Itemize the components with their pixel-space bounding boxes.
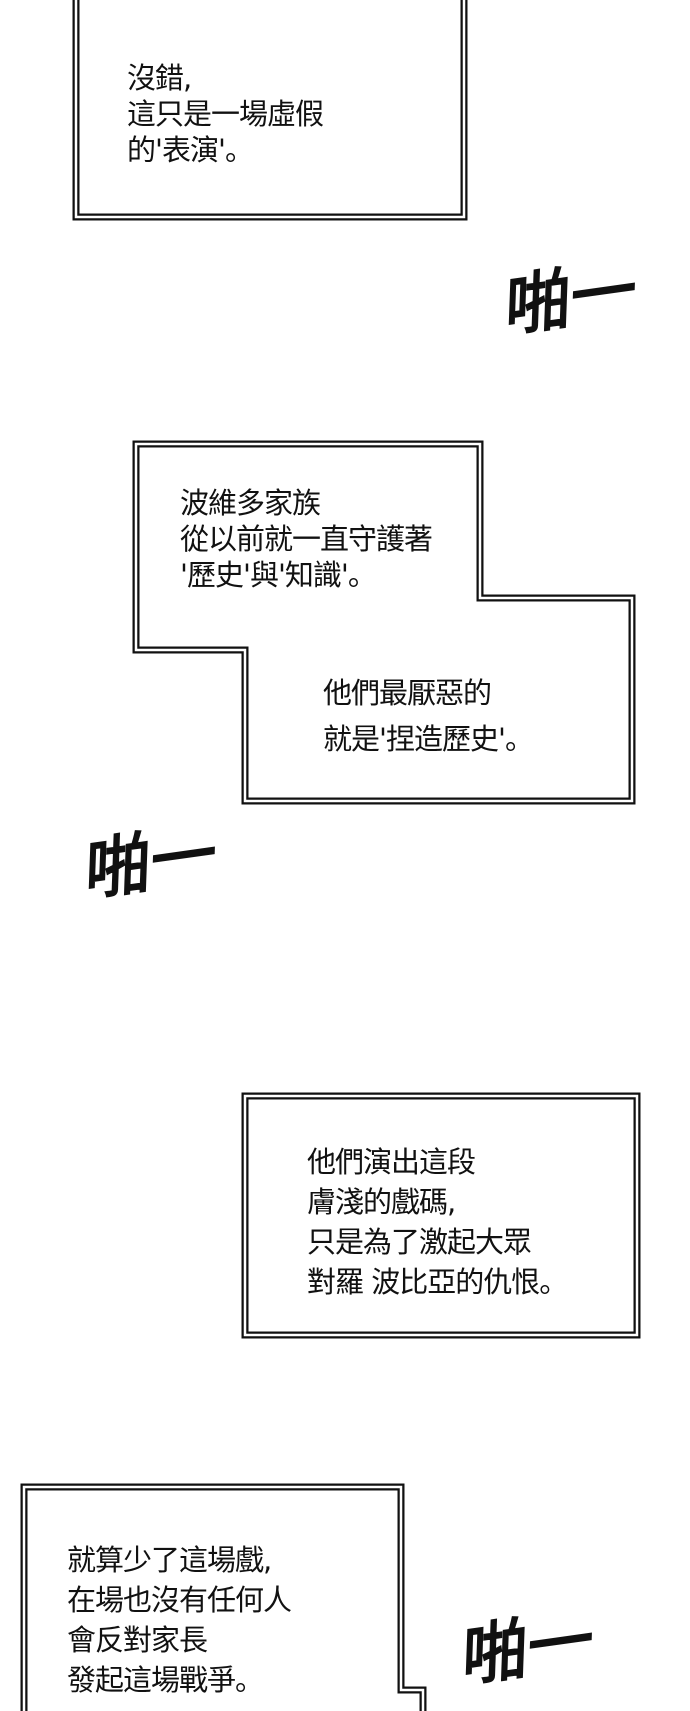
caption-line: 只是為了激起大眾: [307, 1225, 532, 1259]
caption-line: 他們最厭惡的: [323, 676, 492, 710]
caption-box-2-text: 波維多家族從以前就一直守護著'歷史'與'知識'。: [180, 485, 433, 593]
caption-box-1-text: 沒錯,這只是一場虛假的'表演'。: [127, 60, 324, 168]
caption-line: 波維多家族: [180, 486, 321, 520]
caption-line: 他們演出這段: [307, 1145, 476, 1179]
caption-line: '歷史'與'知識'。: [180, 558, 377, 592]
caption-box-3-text: 他們演出這段膚淺的戲碼, 只是為了激起大眾對羅 波比亞的仇恨。: [307, 1142, 568, 1302]
caption-line: 會反對家長: [67, 1623, 208, 1657]
caption-box-4-text: 就算少了這場戲, 在場也沒有任何人會反對家長發起這場戰爭。: [67, 1540, 292, 1700]
caption-line: 膚淺的戲碼,: [307, 1185, 456, 1219]
caption-line: 從以前就一直守護著: [180, 522, 433, 556]
caption-line: 對羅 波比亞的仇恨。: [307, 1265, 568, 1299]
caption-line: 就是'捏造歷史'。: [323, 722, 534, 756]
caption-line: 這只是一場虛假: [127, 97, 324, 131]
caption-box-2b-text: 他們最厭惡的就是'捏造歷史'。: [323, 670, 534, 762]
caption-line: 就算少了這場戲,: [67, 1543, 272, 1577]
caption-line: 沒錯,: [127, 61, 192, 95]
caption-line: 的'表演'。: [127, 133, 254, 167]
caption-line: 發起這場戰爭。: [67, 1663, 264, 1697]
caption-line: 在場也沒有任何人: [67, 1583, 292, 1617]
